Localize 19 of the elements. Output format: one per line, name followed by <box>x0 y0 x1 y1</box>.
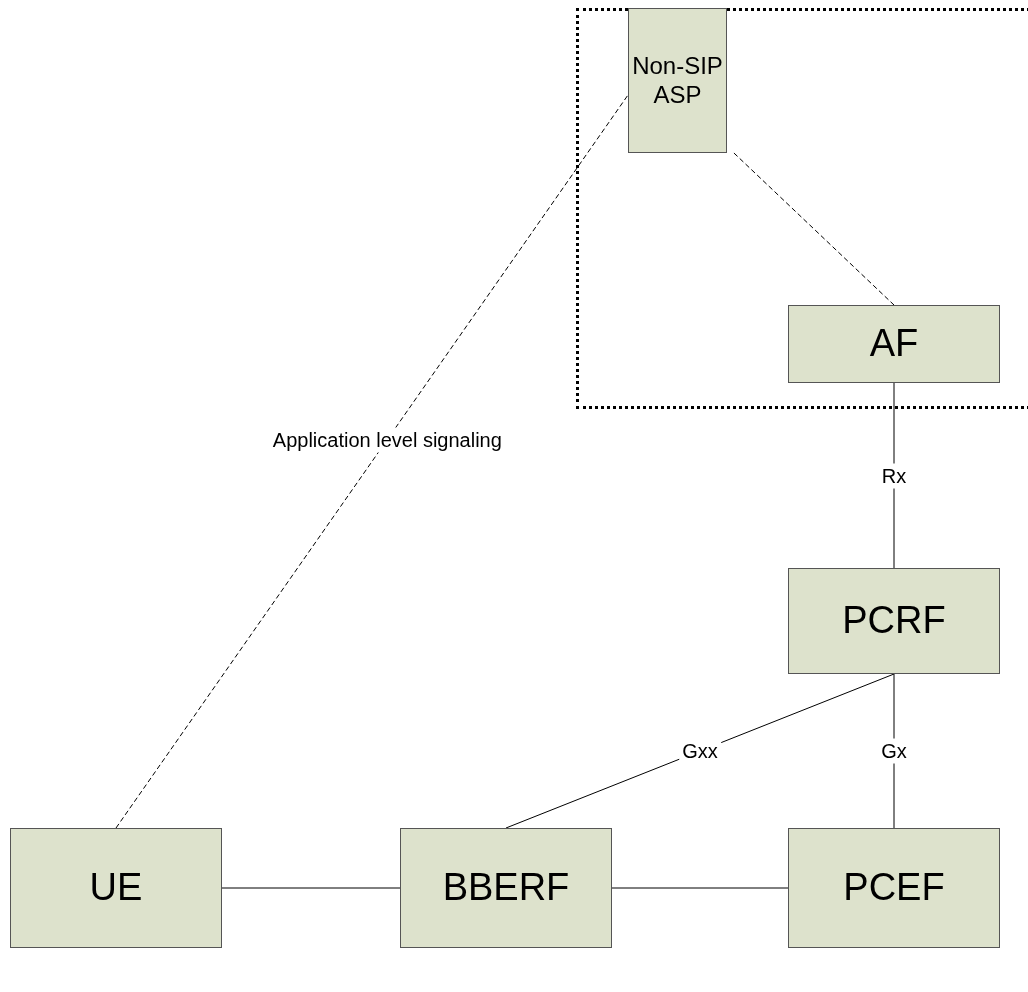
connector-line <box>221 887 401 889</box>
connector-line <box>505 673 895 829</box>
node-label: UE <box>89 865 143 911</box>
node-label: BBERF <box>442 865 570 911</box>
node-label: PCEF <box>843 865 945 911</box>
entity-box <box>400 828 612 948</box>
entity-box <box>788 568 1000 674</box>
entity-box <box>788 305 1000 383</box>
entity-box <box>788 828 1000 948</box>
connector-line <box>115 94 629 829</box>
connector-line <box>893 382 895 569</box>
entity-box <box>10 828 222 948</box>
node-label: AF <box>869 321 919 367</box>
connector-line <box>611 887 789 889</box>
node-label: Non-SIP ASP <box>631 51 724 110</box>
entity-box <box>628 8 727 153</box>
group-box <box>576 8 1028 409</box>
connector-line <box>733 152 895 306</box>
node-label: PCRF <box>842 598 946 644</box>
